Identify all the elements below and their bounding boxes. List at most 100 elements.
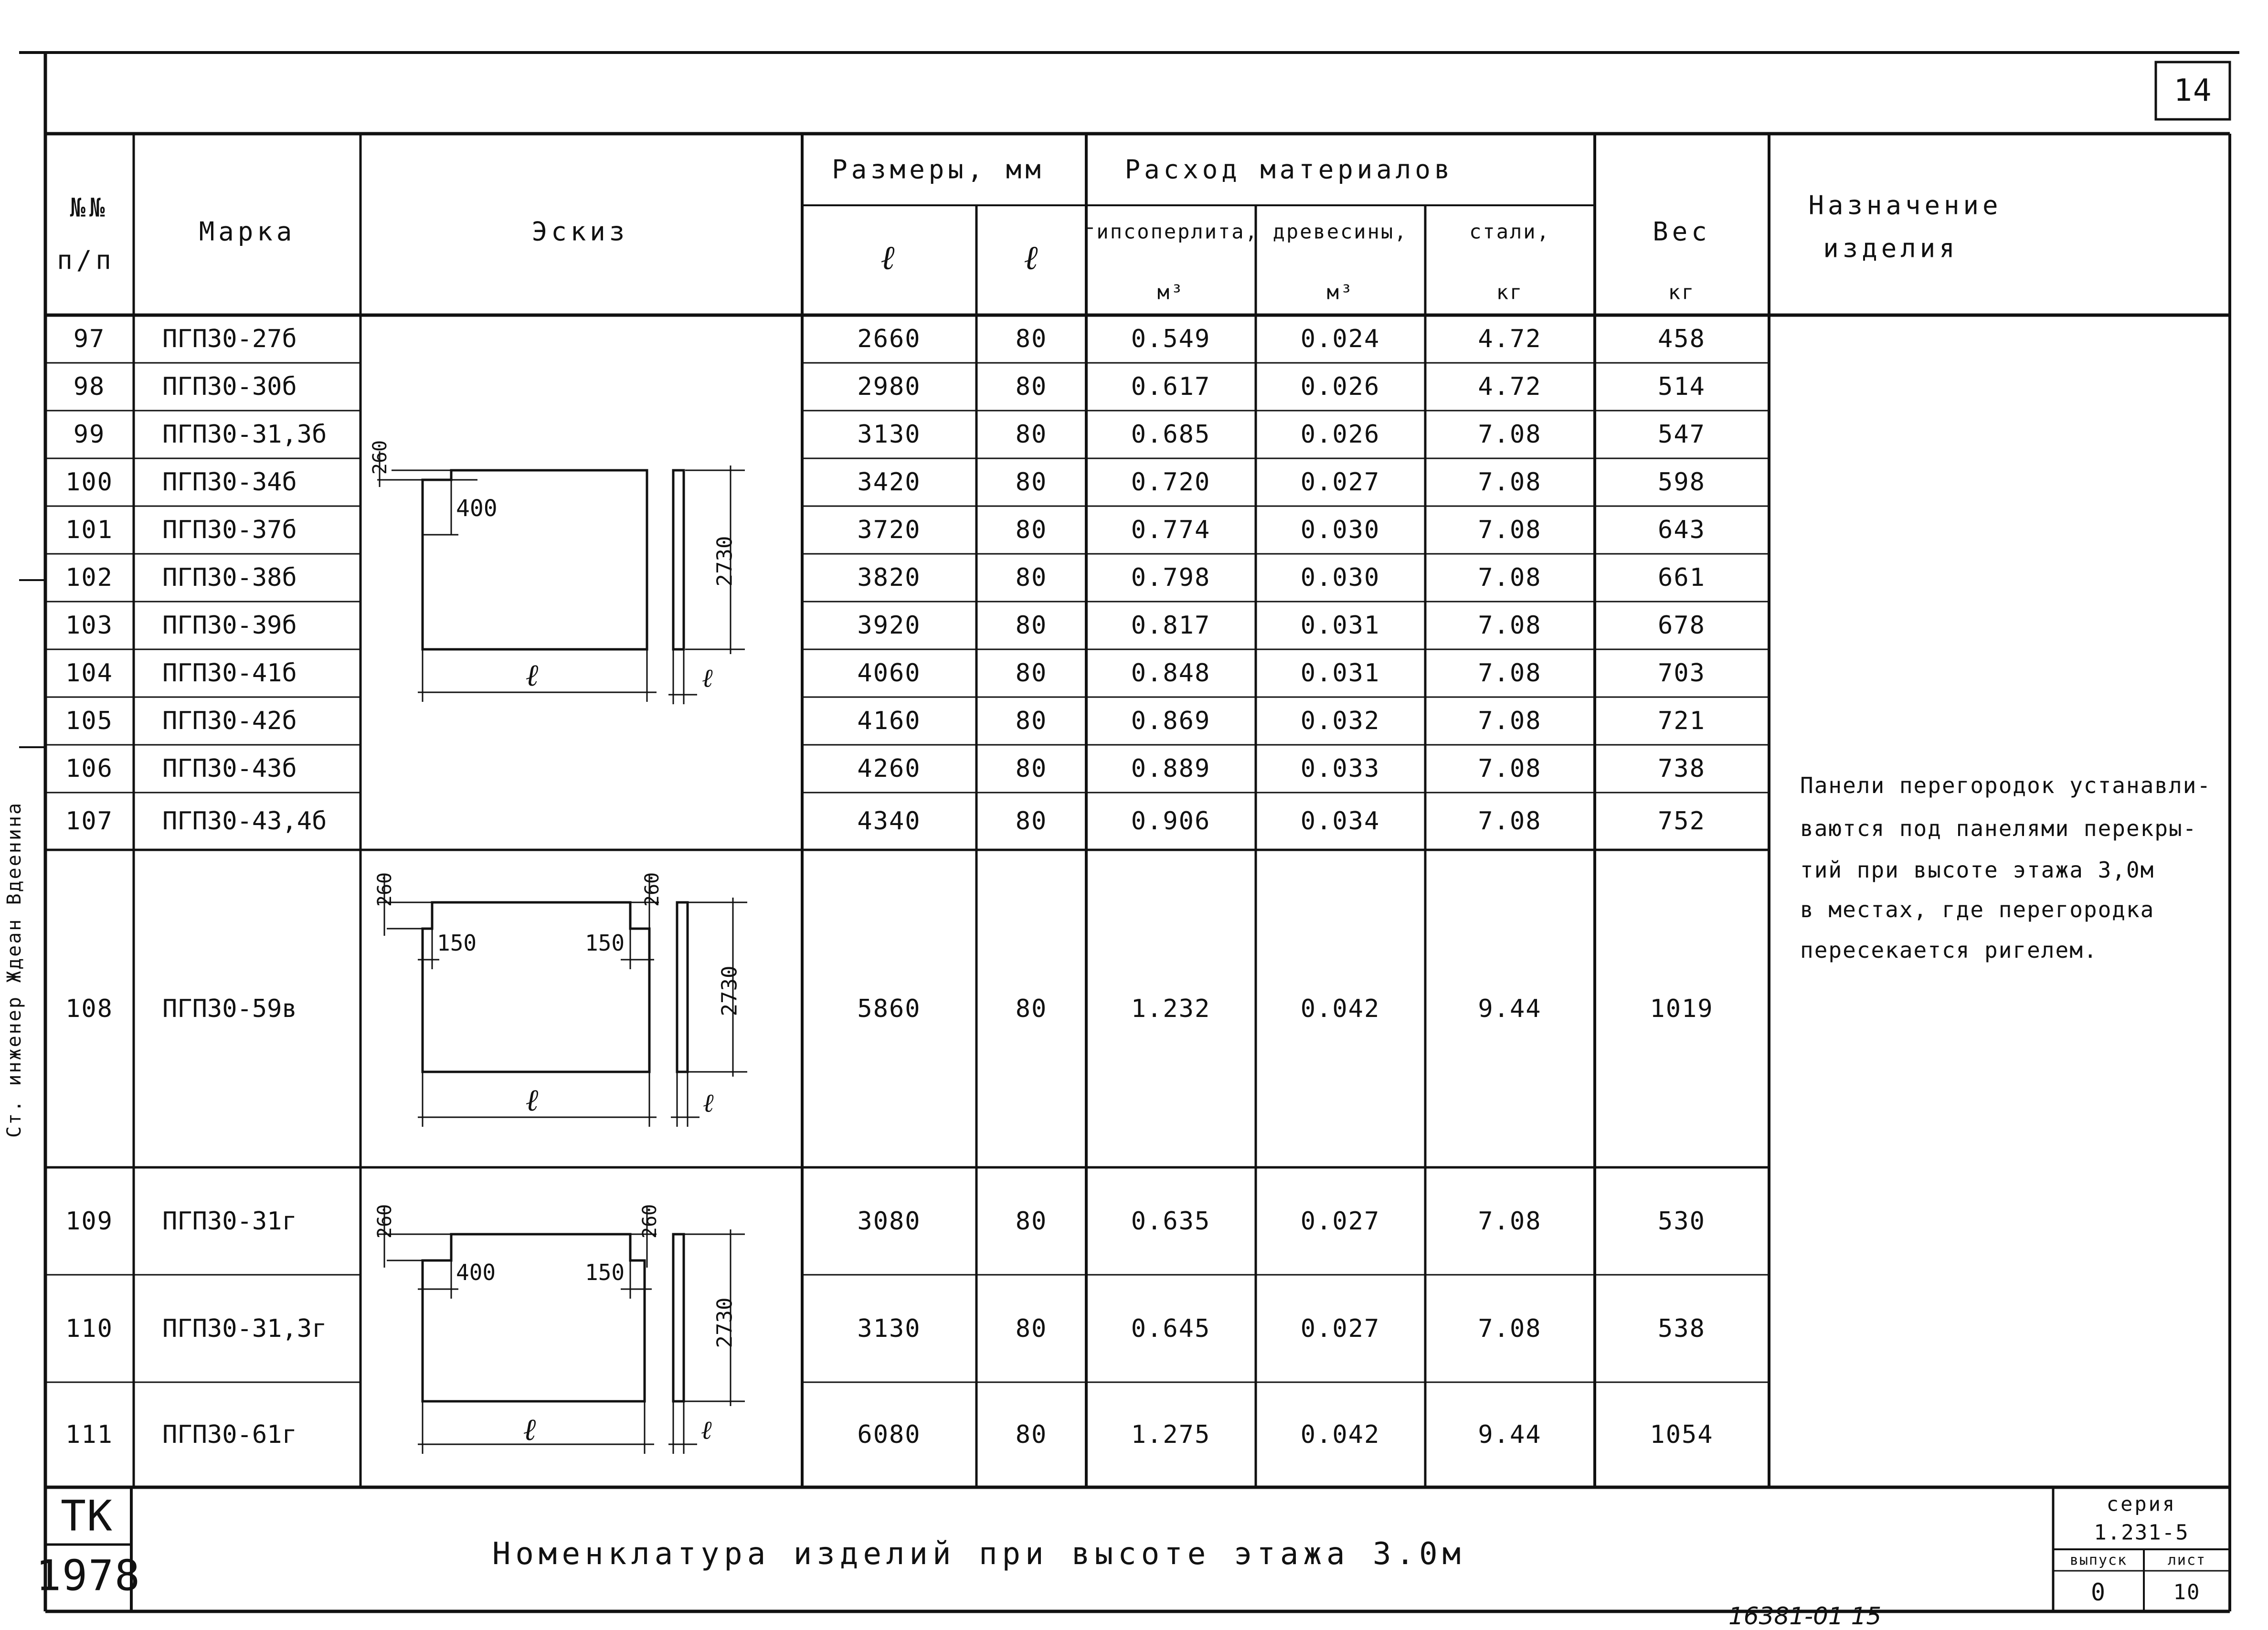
- header-purpose-line1: Назначение: [1808, 190, 2002, 221]
- purpose-line-5: пересекается ригелем.: [1800, 937, 2098, 963]
- cell-n: 105: [65, 707, 113, 735]
- cell-mark: ПГП30-42б: [162, 707, 297, 735]
- cell-b: 80: [1015, 468, 1048, 497]
- cell-b: 80: [1015, 1420, 1048, 1449]
- cell-n: 107: [65, 807, 113, 836]
- header-steel: стали,: [1469, 220, 1550, 243]
- cell-n: 99: [73, 420, 106, 449]
- cell-mark: ПГП30-38б: [162, 563, 297, 592]
- cell-l: 3820: [857, 563, 921, 592]
- cell-steel: 9.44: [1478, 994, 1542, 1023]
- purpose-line-3: тий при высоте этажа 3,0м: [1800, 857, 2155, 883]
- cell-l: 5860: [857, 994, 921, 1023]
- sheet-number-box: [2154, 61, 2231, 121]
- cell-gypsum: 0.774: [1131, 516, 1211, 544]
- cell-wood: 0.026: [1300, 372, 1380, 401]
- cell-n: 100: [65, 468, 113, 497]
- header-materials: Расход материалов: [1124, 154, 1454, 185]
- cell-gypsum: 0.848: [1131, 659, 1211, 688]
- cell-weight: 598: [1658, 468, 1706, 497]
- cell-l: 4260: [857, 754, 921, 783]
- cell-weight: 703: [1658, 659, 1706, 688]
- cell-weight: 1054: [1650, 1420, 1714, 1449]
- cell-steel: 7.08: [1478, 754, 1542, 783]
- sheet-number: 14: [2173, 73, 2213, 108]
- cell-gypsum: 1.232: [1131, 994, 1211, 1023]
- cell-steel: 4.72: [1478, 325, 1542, 353]
- header-size-l: ℓ: [880, 238, 896, 277]
- cell-mark: ПГП30-27б: [162, 325, 297, 353]
- cell-l: 2980: [857, 372, 921, 401]
- title-block-sheet-value: 10: [2173, 1580, 2201, 1605]
- sketch-panel-b: [377, 451, 745, 704]
- sketch3-right-top: 260: [639, 1204, 661, 1239]
- header-wood: древесины,: [1272, 220, 1408, 243]
- cell-wood: 0.024: [1300, 325, 1380, 353]
- cell-gypsum: 0.617: [1131, 372, 1211, 401]
- cell-steel: 7.08: [1478, 1207, 1542, 1236]
- cell-l: 6080: [857, 1420, 921, 1449]
- cell-weight: 1019: [1650, 994, 1714, 1023]
- cell-gypsum: 0.720: [1131, 468, 1211, 497]
- cell-weight: 752: [1658, 807, 1706, 836]
- cell-steel: 9.44: [1478, 1420, 1542, 1449]
- cell-steel: 7.08: [1478, 659, 1542, 688]
- cell-wood: 0.027: [1300, 1314, 1380, 1343]
- cell-wood: 0.031: [1300, 611, 1380, 640]
- cell-b: 80: [1015, 994, 1048, 1023]
- purpose-line-4: в местах, где перегородка: [1800, 897, 2155, 922]
- cell-wood: 0.027: [1300, 1207, 1380, 1236]
- title-block-year: 1978: [36, 1551, 141, 1600]
- cell-wood: 0.030: [1300, 563, 1380, 592]
- cell-n: 97: [73, 325, 106, 353]
- cell-weight: 514: [1658, 372, 1706, 401]
- cell-weight: 721: [1658, 707, 1706, 735]
- cell-wood: 0.033: [1300, 754, 1380, 783]
- cell-gypsum: 0.685: [1131, 420, 1211, 449]
- header-sketch: Эскиз: [531, 216, 629, 247]
- title-block-series-label: серия: [2106, 1492, 2177, 1516]
- title-block-org: ТК: [61, 1491, 113, 1541]
- header-gypsum-unit: м³: [1157, 280, 1185, 304]
- cell-b: 80: [1015, 1314, 1048, 1343]
- cell-weight: 738: [1658, 754, 1706, 783]
- sketch1-top-dim: 260: [369, 440, 392, 475]
- cell-b: 80: [1015, 372, 1048, 401]
- cell-b: 80: [1015, 420, 1048, 449]
- cell-mark: ПГП30-31г: [162, 1207, 297, 1236]
- cell-b: 80: [1015, 754, 1048, 783]
- header-sizes: Размеры, мм: [832, 154, 1045, 185]
- title-block-issue-label: выпуск: [2069, 1552, 2128, 1569]
- title-block-sheet-label: лист: [2167, 1552, 2206, 1569]
- title-block-issue-value: 0: [2090, 1578, 2107, 1606]
- cell-steel: 7.08: [1478, 807, 1542, 836]
- cell-mark: ПГП30-59в: [162, 994, 297, 1023]
- cell-l: 3420: [857, 468, 921, 497]
- cell-b: 80: [1015, 1207, 1048, 1236]
- cell-wood: 0.031: [1300, 659, 1380, 688]
- header-purpose-line2: изделия: [1823, 233, 1959, 264]
- cell-l: 3080: [857, 1207, 921, 1236]
- cell-weight: 678: [1658, 611, 1706, 640]
- cell-b: 80: [1015, 707, 1048, 735]
- cell-l: 4160: [857, 707, 921, 735]
- cell-mark: ПГП30-39б: [162, 611, 297, 640]
- cell-l: 3720: [857, 516, 921, 544]
- header-steel-unit: кг: [1496, 280, 1524, 304]
- cell-n: 109: [65, 1207, 113, 1236]
- cell-mark: ПГП30-30б: [162, 372, 297, 401]
- cell-steel: 7.08: [1478, 707, 1542, 735]
- cell-n: 108: [65, 994, 113, 1023]
- header-weight-unit: кг: [1668, 280, 1696, 304]
- cell-wood: 0.027: [1300, 468, 1380, 497]
- header-mark: Марка: [199, 216, 296, 247]
- cell-b: 80: [1015, 563, 1048, 592]
- cell-n: 110: [65, 1314, 113, 1343]
- sketch3-length: ℓ: [523, 1412, 537, 1448]
- cell-n: 111: [65, 1420, 113, 1449]
- cell-gypsum: 0.869: [1131, 707, 1211, 735]
- cell-gypsum: 0.549: [1131, 325, 1211, 353]
- cell-wood: 0.026: [1300, 420, 1380, 449]
